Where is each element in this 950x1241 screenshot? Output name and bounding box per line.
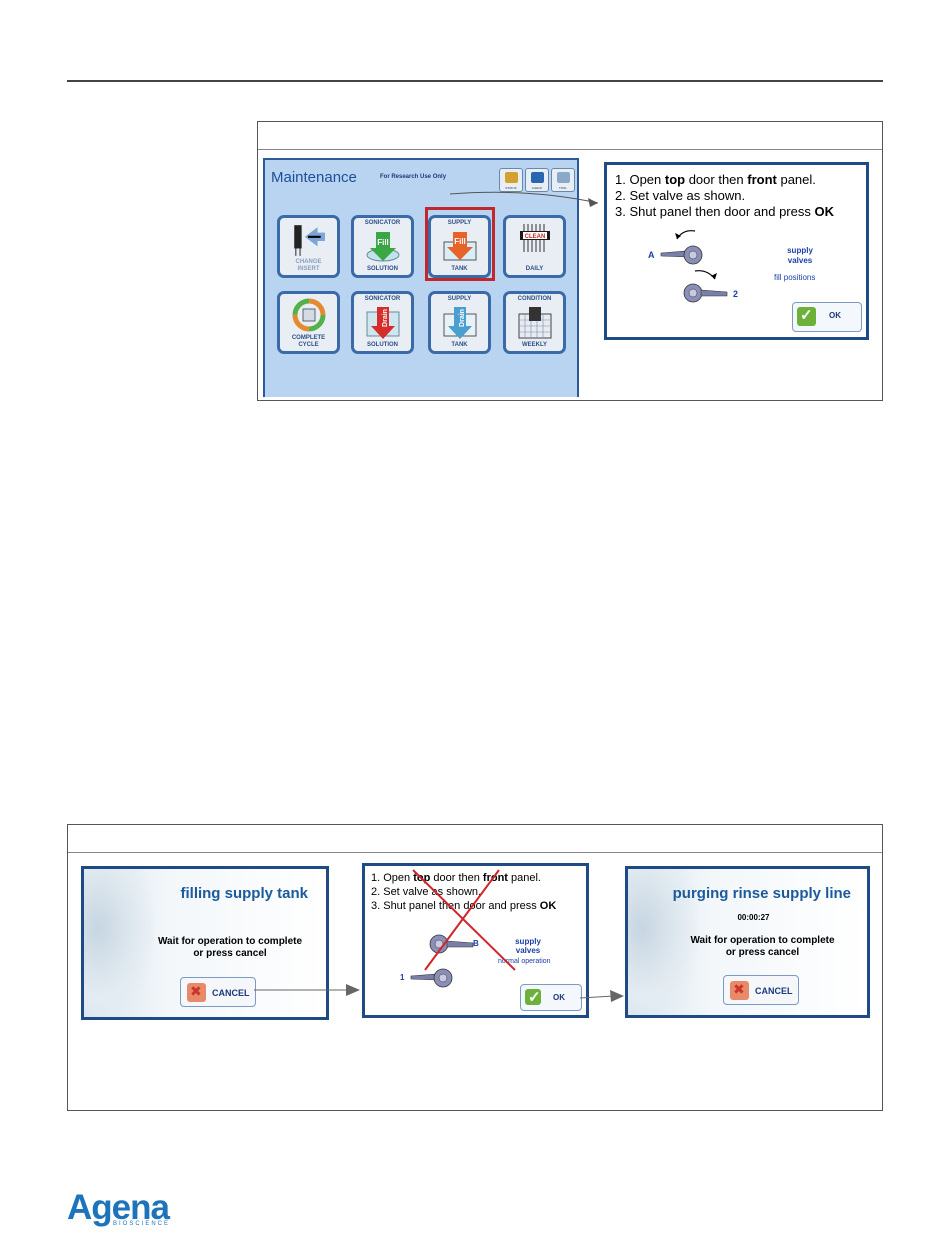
cancel-icon [730,981,749,1000]
valve-b-label: B [473,939,479,948]
normal-operation-label: normal operation [498,958,551,965]
svg-text:Drain: Drain [459,309,466,327]
rotate-arrow-icon [675,230,696,240]
weekly-condition-tile[interactable]: CONDITION WEEKLY [503,291,566,354]
valve-1-icon [410,968,453,988]
tool-button[interactable]: TOOL [551,168,575,192]
fill-arrow-icon: Fill [443,232,477,261]
insert-icon [294,225,325,256]
screen-title: filling supply tank [180,885,308,902]
agena-logo: Agena BIOSCIENCE [67,1188,171,1228]
sonicator-drain-tile[interactable]: SONICATOR Drain SOLUTION [351,291,414,354]
valve-dialog-normal: 1. Open top door then front panel. 2. Se… [362,863,589,1018]
drain-arrow-icon: Drain [366,307,400,339]
valve-2-icon [683,283,728,303]
fill-positions-label: fill positions [774,273,816,282]
valve-b-icon [429,934,474,954]
status-message: Wait for operation to complete or press … [690,935,835,958]
flow-arrow [580,990,624,1002]
cancel-button[interactable]: CANCEL [723,975,799,1005]
cancel-button[interactable]: CANCEL [180,977,256,1007]
drain-arrow-icon: Drain [443,307,477,339]
supply-valves-label: supply valves [515,937,541,955]
svg-text:Drain: Drain [382,309,389,327]
svg-text:Fill: Fill [377,238,389,247]
check-icon [797,306,816,326]
selected-tile-highlight [425,207,495,281]
valve-2-label: 2 [733,289,739,299]
figure-caption-bar [68,825,882,853]
ok-button[interactable]: OK [792,302,862,332]
supply-drain-tile[interactable]: SUPPLY Drain TANK [428,291,491,354]
callout-arrow [450,191,599,207]
header-rule [67,80,883,82]
rotate-arrow-icon [694,270,717,280]
status-message: Wait for operation to complete or press … [157,936,303,959]
grid-icon [518,307,552,339]
flow-arrow [254,984,360,996]
supply-valves-label: supply valves [787,246,813,265]
check-button[interactable]: CHECK [525,168,549,192]
logo-wordmark: Agena [67,1188,170,1227]
valve-dialog-fill: 1. Open top door then front panel. 2. Se… [604,162,869,340]
maintenance-screen: Maintenance For Research Use Only STATUS… [263,158,579,397]
purging-rinse-supply-line-screen: purging rinse supply line 00:00:27 Wait … [625,866,870,1018]
fill-arrow-icon: Fill [366,232,400,262]
maintenance-title: Maintenance [271,169,357,186]
face-graphic [628,869,698,1015]
filling-supply-tank-screen: filling supply tank Wait for operation t… [81,866,329,1020]
check-icon [525,988,541,1006]
valve-a-icon [660,245,703,265]
valve-a-label: A [648,250,655,260]
cross-out-mark [412,869,516,971]
cancel-icon [187,983,206,1002]
cycle-icon [292,298,326,332]
face-graphic [84,869,154,1017]
svg-text:Fill: Fill [454,237,466,246]
elapsed-timer: 00:00:27 [737,913,770,922]
clean-icon: CLEAN [520,224,550,252]
valve-1-label: 1 [400,973,405,982]
logo-subtitle: BIOSCIENCE [113,1221,171,1227]
sonicator-fill-tile[interactable]: SONICATOR Fill SOLUTION [351,215,414,278]
daily-clean-tile[interactable]: CLEAN DAILY [503,215,566,278]
ok-button[interactable]: OK [520,984,582,1011]
supply-fill-tile[interactable]: SUPPLY Fill TANK [428,215,491,278]
instruction-steps: 1. Open top door then front panel. 2. Se… [615,172,834,219]
figure-caption-bar [258,122,882,150]
instruction-steps: 1. Open top door then front panel. 2. Se… [371,872,557,912]
screen-title: purging rinse supply line [672,885,851,902]
status-button[interactable]: STATUS [499,168,523,192]
research-use-label: For Research Use Only [380,174,447,180]
svg-text:CLEAN: CLEAN [525,234,546,240]
